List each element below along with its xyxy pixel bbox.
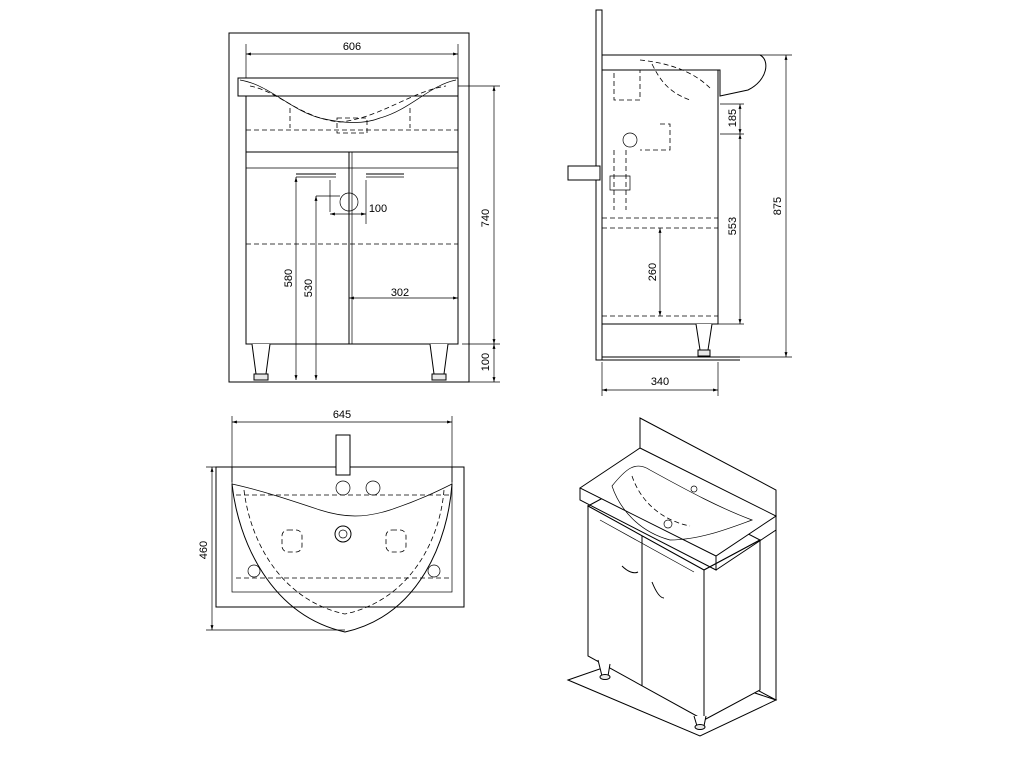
dim-leg-height: 100 bbox=[480, 353, 492, 371]
iso-cabinet-side bbox=[703, 539, 761, 721]
iso-drain bbox=[663, 519, 673, 529]
top-right-leg bbox=[427, 564, 441, 578]
side-cabinet bbox=[601, 69, 719, 325]
top-left-leg bbox=[247, 564, 261, 578]
top-basin-front bbox=[231, 483, 453, 633]
iso-leg-front-right bbox=[694, 724, 706, 730]
dim-total-height: 875 bbox=[772, 197, 784, 215]
top-overflow-hole bbox=[365, 480, 381, 496]
dim-front-height: 740 bbox=[480, 209, 492, 227]
dim-shelf-height: 553 bbox=[727, 217, 739, 235]
dim-top-depth: 460 bbox=[198, 541, 210, 559]
iso-leg-front-left bbox=[599, 674, 611, 680]
dim-overflow: 185 bbox=[727, 109, 739, 127]
top-view: 645 460 bbox=[198, 409, 465, 633]
iso-basin-bowl bbox=[611, 465, 754, 541]
isometric-view bbox=[566, 417, 778, 737]
top-waste-pipe bbox=[335, 434, 351, 476]
side-wall bbox=[595, 9, 603, 361]
side-view: 185 553 260 875 340 bbox=[567, 9, 792, 396]
dim-depth: 340 bbox=[651, 376, 669, 388]
iso-right-handle bbox=[651, 581, 665, 599]
dim-handle-spacing: 100 bbox=[369, 203, 387, 215]
dim-top-width: 645 bbox=[333, 409, 351, 421]
dim-handle-height: 580 bbox=[283, 269, 295, 287]
dim-front-width: 606 bbox=[343, 41, 361, 53]
front-right-leg bbox=[429, 343, 449, 375]
side-waste-pipe bbox=[567, 165, 601, 181]
side-basin bbox=[601, 54, 767, 97]
top-drain-hole bbox=[334, 525, 352, 543]
dim-drain-height: 530 bbox=[303, 279, 315, 297]
dim-bottom-height: 260 bbox=[647, 263, 659, 281]
side-leg bbox=[695, 323, 713, 351]
dim-door-width: 302 bbox=[391, 287, 409, 299]
iso-left-handle bbox=[621, 565, 639, 574]
side-siphon-trap bbox=[622, 132, 638, 148]
front-drain-outline bbox=[336, 117, 368, 134]
front-left-leg bbox=[251, 343, 271, 375]
front-drain-circle bbox=[339, 192, 359, 212]
front-view: 606 740 100 100 302 580 530 bbox=[228, 32, 500, 383]
front-basin-rim bbox=[237, 77, 459, 97]
